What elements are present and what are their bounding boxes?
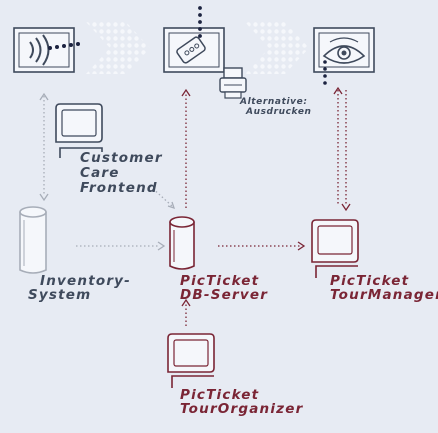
arrowhead-up-rfid <box>39 92 49 101</box>
tourmanager-computer-icon <box>311 219 359 278</box>
connector-customercare-dbserver <box>149 185 173 207</box>
tourmanager-label-line2: TourManager <box>330 287 438 303</box>
eye-scanner-icon <box>313 27 375 85</box>
arrowhead-down-inventory <box>39 193 49 202</box>
arrowhead-customercare-dbserver <box>167 201 176 210</box>
dbserver-label-line2: DB-Server <box>180 287 268 303</box>
arrowhead-up-ticket <box>181 88 191 97</box>
ausdrucken-label: Ausdrucken <box>245 107 312 117</box>
chevron-decoration-2 <box>245 22 309 74</box>
customer-care-label-line3: Frontend <box>80 180 158 196</box>
arrowhead-up-eye <box>333 86 343 95</box>
customer-care-computer-icon <box>55 103 103 158</box>
inventory-database-icon <box>19 206 47 274</box>
db-server-database-icon <box>169 216 195 270</box>
ticket-card-icon <box>163 6 225 73</box>
chevron-decoration-1 <box>86 22 150 74</box>
arrowhead-up-dbserver <box>181 298 191 307</box>
tourorganizer-label-line1: PicTicket <box>180 387 259 403</box>
tourmanager-label-line1: PicTicket <box>330 273 409 289</box>
arrowheads <box>39 86 351 307</box>
dbserver-label-line1: PicTicket <box>180 273 259 289</box>
tourorganizer-label-line2: TourOrganizer <box>180 401 304 417</box>
inventory-label-line2: System <box>28 287 91 303</box>
alternative-label: Alternative: <box>239 97 308 107</box>
tourorganizer-computer-icon <box>167 333 215 388</box>
arrowhead-right-tourmanager <box>297 241 306 251</box>
customer-care-label-line2: Care <box>80 165 120 181</box>
arrowhead-down-tourmanager <box>341 203 351 212</box>
printer-icon <box>219 67 247 99</box>
customer-care-label-line1: Customer <box>80 150 163 166</box>
connectors <box>43 90 347 326</box>
arrowhead-right-dbserver <box>157 241 166 251</box>
inventory-label-line1: Inventory- <box>40 273 131 289</box>
rfid-reader-icon <box>13 27 80 73</box>
